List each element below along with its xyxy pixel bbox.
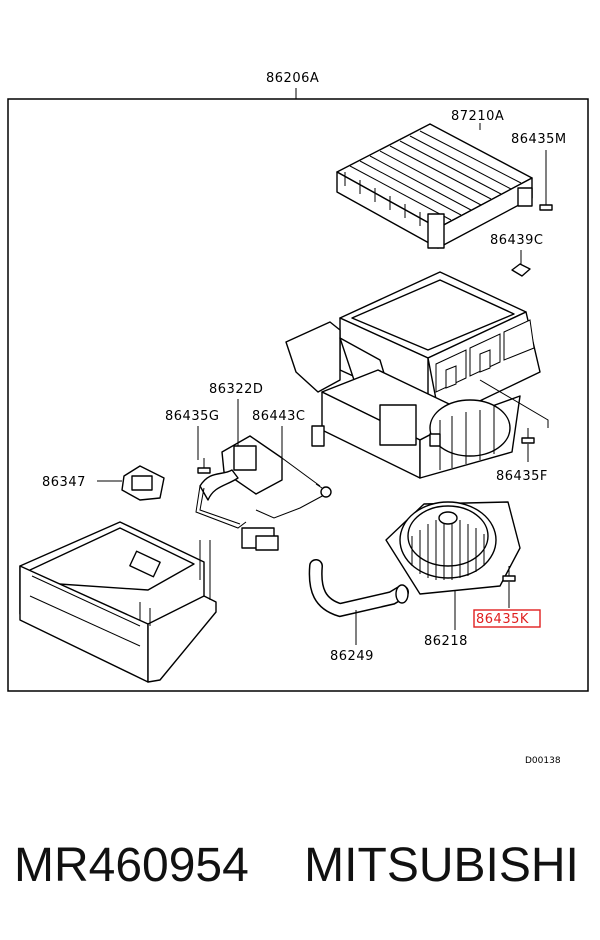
caption-brand: MITSUBISHI [304,839,579,892]
drawing-code: D00138 [525,756,561,766]
label-screw-left: 86435G [165,409,219,424]
caption-part-number: MR460954 [14,839,249,892]
assembly-frame [7,98,589,692]
actuator [121,465,165,501]
air-filter [336,123,533,249]
screw-left [197,458,211,474]
label-actuator: 86347 [42,475,86,490]
lower-duct [19,521,217,683]
label-harness-clip: 86443C [252,409,305,424]
label-resistor: 86322D [209,382,263,397]
clip [511,263,531,277]
screw-right [521,428,535,444]
label-drain-hose: 86249 [330,649,374,664]
resistor [195,435,327,551]
drain-hose [308,559,409,618]
bottom-caption: MR460954 MITSUBISHI [14,838,594,898]
blower-case [285,271,541,479]
blower-motor [385,501,521,595]
screw-top [539,195,553,211]
label-screw-top: 86435M [511,132,567,147]
screw-blower [502,566,516,582]
label-assembly: 86206A [266,71,319,86]
label-air-filter: 87210A [451,109,504,124]
label-clip: 86439C [490,233,543,248]
label-screw-right: 86435F [496,469,548,484]
label-screw-blower: 86435K [476,612,529,627]
harness-clip [315,483,332,498]
highlight-box [473,609,541,628]
label-blower-motor: 86218 [424,634,468,649]
